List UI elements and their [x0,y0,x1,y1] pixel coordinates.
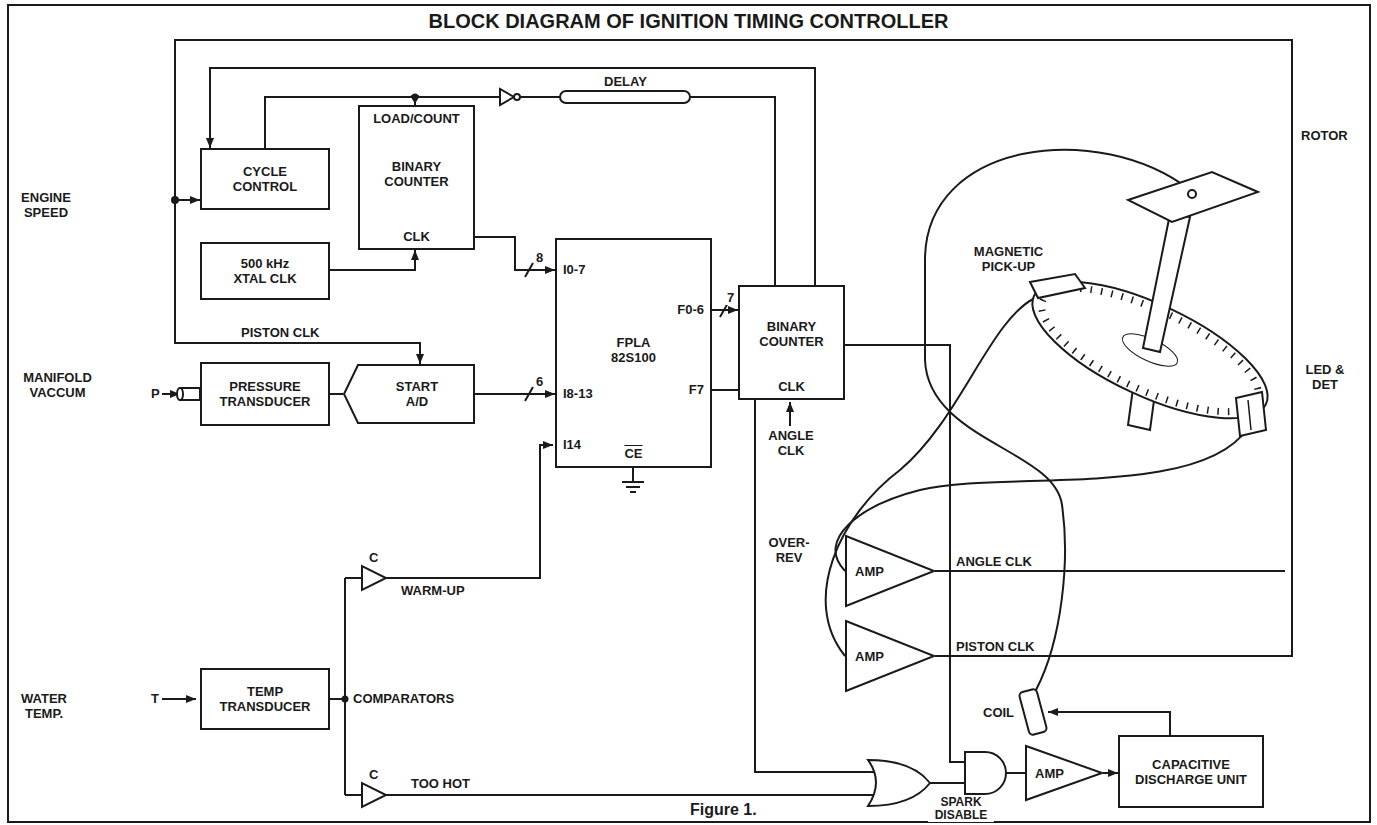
part-name: ROTOR [1300,128,1349,143]
amplifier-triangle [1026,746,1102,800]
pin-label: F7 [689,382,704,397]
node-label: TEMP TRANSDUCER [210,684,320,714]
signal-name: WARM-UP [400,583,466,598]
node-label: AMP [1035,766,1064,781]
amplifier-triangle [846,536,934,606]
signal-name: PISTON CLK [240,325,321,340]
input-label: MANIFOLD VACCUM [14,370,101,400]
input-label: ENGINE SPEED [14,190,78,220]
amplifier-triangle [846,621,934,691]
signal-name: PISTON CLK [955,639,1036,654]
signal-connector [475,393,555,395]
part-name: LED & DET [1300,362,1350,392]
transducer-box: PRESSURE TRANSDUCER [200,362,330,426]
clock-box: 500 kHz XTAL CLK [200,242,330,300]
node-label: 500 kHz XTAL CLK [225,256,305,286]
counter-box: BINARY COUNTER CLK [738,285,845,400]
logic-symbols [177,89,1006,807]
input-label: WATER TEMP. [14,691,74,721]
pin-label: CLK [740,379,843,394]
amplifier: AMP [845,535,935,607]
signal-connector [175,40,1292,656]
pin-label: I14 [563,437,581,452]
converter-box: START A/D [343,364,475,424]
signal-connector [475,237,555,270]
pin-label: CLK [360,229,473,244]
part-name: COMPARATORS [352,691,455,706]
signal-name: T [150,691,160,706]
signal-name: P [150,386,161,401]
distributor-illustration [1015,172,1286,736]
part-name: MAGNETIC PICK-UP [965,244,1052,274]
signal-name: ANGLE CLK [955,554,1033,569]
signal-name: TOO HOT [410,776,471,791]
comparator-mark: C [368,550,379,565]
transducer-box: TEMP TRANSDUCER [200,668,330,730]
signal-connector [330,250,415,270]
bus-width-label: 8 [535,250,544,265]
pin-label: I8-13 [563,386,593,401]
signal-name: SPARK DISABLE [928,796,994,822]
figure-frame [8,5,1370,822]
figure-caption: Figure 1. [690,801,757,819]
pin-label: BINARY COUNTER [367,159,467,189]
signal-connector [1103,772,1118,774]
pin-label: CE [557,446,710,461]
fpla-chip: FPLA 82S100 I0-7I8-13I14 F0-6F7CE [555,238,712,468]
process-box: CYCLE CONTROL [200,148,330,210]
converter-shape [344,365,474,423]
bus-width-label: 6 [535,374,544,389]
amplifier: AMP [1025,745,1103,801]
pin-label: I0-7 [563,262,585,277]
discharge-unit-box: CAPACITIVE DISCHARGE UNIT [1118,735,1264,808]
node-label: PRESSURE TRANSDUCER [210,379,320,409]
signal-connector [175,40,1292,656]
signal-name: ANGLE CLK [765,428,817,458]
signal-connector [330,393,343,395]
counter-box: LOAD/COUNT BINARY COUNTER CLK [358,105,475,250]
part-name: COIL [982,705,1015,720]
node-label: CAPACITIVE DISCHARGE UNIT [1124,757,1258,787]
signal-name: OVER- REV [762,535,816,565]
node-label: AMP [855,564,884,579]
comparator-mark: C [368,767,379,782]
pin-label: F0-6 [677,302,704,317]
node-label: START A/D [387,379,447,409]
amplifier: AMP [845,620,935,692]
signal-wires [162,150,1285,795]
node-label: FPLA 82S100 [599,335,669,365]
node-label: BINARY COUNTER [744,319,839,349]
delay-label: DELAY [603,74,648,89]
node-label: CYCLE CONTROL [210,164,320,194]
bus-width-label: 7 [726,290,735,305]
node-label: LOAD/COUNT [360,111,473,126]
diagram-title: BLOCK DIAGRAM OF IGNITION TIMING CONTROL… [0,9,1377,33]
node-label: AMP [855,649,884,664]
